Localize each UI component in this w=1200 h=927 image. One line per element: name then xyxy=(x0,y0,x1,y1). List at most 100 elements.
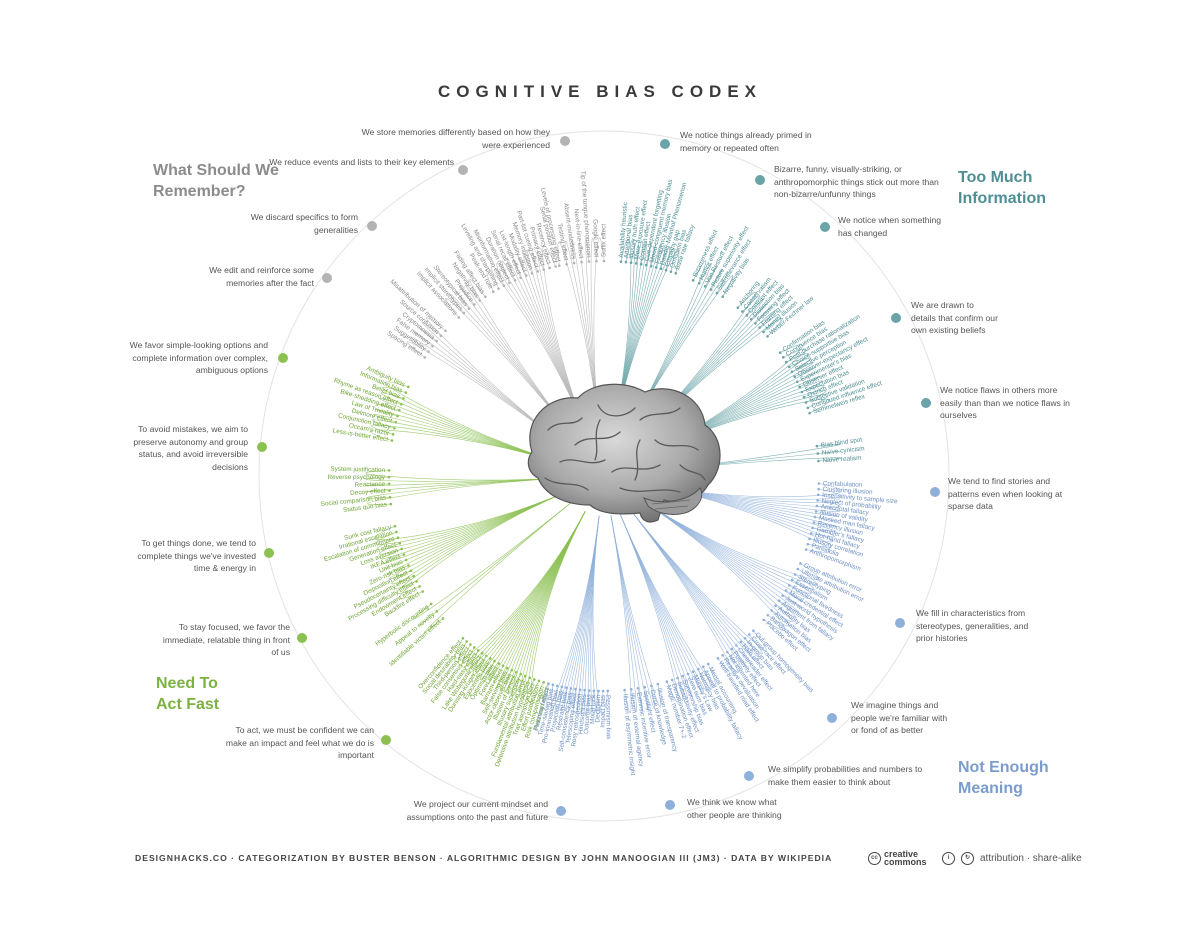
bias-node xyxy=(721,295,724,299)
bias-node xyxy=(388,496,392,499)
bias-node xyxy=(778,351,782,354)
bias-node xyxy=(387,482,391,486)
category-label: We reduce events and lists to their key … xyxy=(269,157,454,167)
bias-node xyxy=(557,264,561,267)
license-text: attribution · share-alike xyxy=(980,852,1082,864)
bias-node xyxy=(752,629,755,632)
bias-node xyxy=(745,314,749,317)
bias-label: Hindsight bias xyxy=(577,694,588,735)
bias-label: Reverse psychology xyxy=(327,474,385,481)
bias-node xyxy=(735,644,738,647)
bias-node xyxy=(790,370,794,374)
bias-node xyxy=(398,408,401,412)
bias-label: Naïve cynicism xyxy=(821,445,864,456)
bias-node xyxy=(804,548,808,551)
bias-branch xyxy=(365,470,565,481)
bias-node xyxy=(393,524,397,528)
bias-node xyxy=(412,574,416,578)
bias-node xyxy=(629,261,633,265)
bias-node xyxy=(681,674,685,678)
credits-footer: DESIGNHACKS.CO · CATEGORIZATION BY BUSTE… xyxy=(135,853,833,863)
category-label: We edit and reinforce some memories afte… xyxy=(209,265,314,288)
category-label: We fill in characteristics from stereoty… xyxy=(916,608,1029,643)
category-label: To get things done, we tend to complete … xyxy=(137,538,256,573)
bias-branch xyxy=(619,512,679,703)
bias-node xyxy=(418,585,421,588)
bias-node xyxy=(404,391,408,394)
bias-branch xyxy=(394,491,568,589)
bias-node xyxy=(407,385,410,389)
bias-node xyxy=(389,502,393,506)
bias-node xyxy=(643,685,646,689)
category-label: We notice flaws in others more easily th… xyxy=(940,385,1070,420)
bias-node xyxy=(497,662,501,665)
bias-node xyxy=(473,646,476,649)
share-alike-icon: ↻ xyxy=(961,851,974,865)
bias-branch xyxy=(546,515,600,708)
bias-node xyxy=(623,688,626,692)
bias-node xyxy=(388,489,391,492)
bias-node xyxy=(587,260,591,263)
bias-branch xyxy=(418,500,574,627)
bias-node xyxy=(473,303,476,306)
bias-node xyxy=(409,569,413,573)
category-dot xyxy=(895,618,905,628)
bias-node xyxy=(431,345,434,348)
quadrant-info-heading: Too Much Information xyxy=(958,169,1046,207)
bias-node xyxy=(793,375,797,379)
category-dot xyxy=(891,313,901,323)
bias-branch xyxy=(619,512,703,694)
quadrant-act-heading: Need To Act Fast xyxy=(156,675,220,713)
bias-node xyxy=(601,689,605,693)
category-label: Bizarre, funny, visually-striking, or an… xyxy=(774,164,939,199)
bias-node xyxy=(721,653,724,657)
bias-branch xyxy=(637,497,786,631)
bias-node xyxy=(578,688,582,691)
bias-node xyxy=(624,260,628,264)
bias-node xyxy=(736,306,740,310)
category-dot xyxy=(297,633,307,643)
bias-node xyxy=(548,266,551,270)
bias-node xyxy=(806,542,810,546)
bias-node xyxy=(514,670,518,674)
bias-node xyxy=(533,678,536,681)
bias-node xyxy=(402,553,406,556)
category-label: We project our current mindset and assum… xyxy=(406,799,548,822)
bias-label: Naïve realism xyxy=(822,455,861,465)
outer-ring xyxy=(258,130,950,822)
bias-node xyxy=(816,493,820,497)
bias-node xyxy=(741,310,744,313)
bias-node xyxy=(592,689,596,693)
bias-node xyxy=(806,406,810,410)
bias-branch xyxy=(628,507,735,676)
bias-branch xyxy=(385,381,566,465)
bias-node xyxy=(394,420,398,424)
bias-node xyxy=(461,636,465,640)
category-label: We notice things already primed in memor… xyxy=(680,130,812,153)
bias-node xyxy=(519,672,522,676)
category-dot xyxy=(820,222,830,232)
bias-node xyxy=(551,683,555,687)
bias-node xyxy=(815,444,819,448)
category-label: We are drawn to details that confirm our… xyxy=(911,300,998,335)
bias-node xyxy=(390,439,394,442)
page-title: COGNITIVE BIAS CODEX xyxy=(437,82,763,101)
bias-branch xyxy=(388,491,568,580)
bias-node xyxy=(812,521,816,524)
bias-node xyxy=(706,662,710,666)
bias-label: Attentional bias xyxy=(623,214,634,258)
bias-node xyxy=(781,594,784,597)
bias-node xyxy=(441,617,445,620)
bias-branch xyxy=(458,511,586,665)
category-label: We favor simple-looking options and comp… xyxy=(129,340,268,375)
bias-node xyxy=(467,307,471,310)
category-dot xyxy=(458,165,468,175)
category-dot xyxy=(827,713,837,723)
bias-label: Outcome bias xyxy=(583,694,593,734)
bias-node xyxy=(808,411,811,415)
bias-node xyxy=(398,542,402,545)
bias-node xyxy=(701,665,705,669)
bias-node xyxy=(814,510,818,513)
bias-node xyxy=(395,530,398,534)
